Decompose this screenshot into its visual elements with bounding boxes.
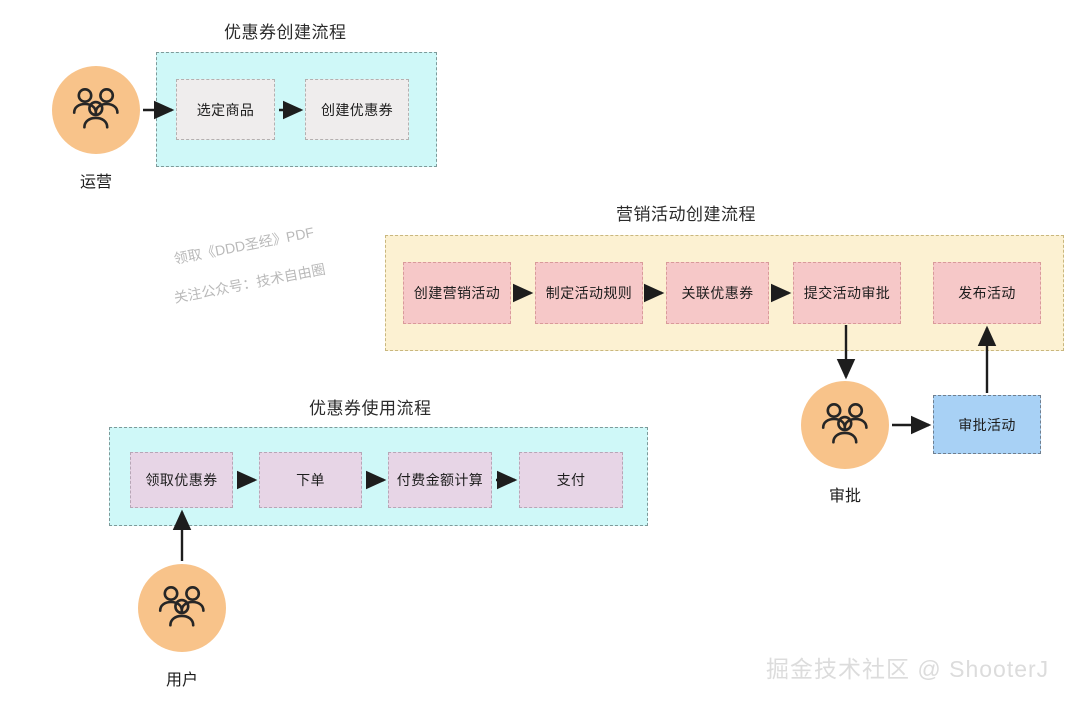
step-define-rules[interactable]: 制定活动规则 — [535, 262, 643, 324]
actor-label-approver: 审批 — [828, 488, 861, 505]
watermark-promo-line-1: 领取《DDD圣经》PDF — [172, 223, 316, 267]
actor-label-operations: 运营 — [79, 174, 112, 191]
step-select-product[interactable]: 选定商品 — [176, 79, 275, 140]
watermark-corner-credit: 掘金技术社区 @ ShooterJ — [766, 656, 1050, 682]
actor-operations[interactable] — [52, 66, 140, 154]
step-create-coupon[interactable]: 创建优惠券 — [305, 79, 409, 140]
step-publish-campaign[interactable]: 发布活动 — [933, 262, 1041, 324]
group-title-coupon-use: 优惠券使用流程 — [309, 399, 432, 418]
people-group-icon — [72, 88, 119, 129]
group-title-coupon-create: 优惠券创建流程 — [224, 23, 347, 42]
step-link-coupon[interactable]: 关联优惠券 — [666, 262, 769, 324]
group-title-campaign-create: 营销活动创建流程 — [616, 205, 756, 224]
actor-label-user: 用户 — [165, 672, 198, 689]
people-group-icon — [158, 586, 205, 627]
step-approve-activity[interactable]: 审批活动 — [933, 395, 1041, 454]
step-claim-coupon[interactable]: 领取优惠券 — [130, 452, 233, 508]
step-calculate-amount[interactable]: 付费金额计算 — [388, 452, 492, 508]
step-place-order[interactable]: 下单 — [259, 452, 362, 508]
actor-user[interactable] — [138, 564, 226, 652]
watermark-promo-line-2: 关注公众号：技术自由圈 — [172, 260, 327, 306]
people-group-icon — [821, 403, 868, 444]
step-submit-approval[interactable]: 提交活动审批 — [793, 262, 901, 324]
step-pay[interactable]: 支付 — [519, 452, 623, 508]
step-create-campaign[interactable]: 创建营销活动 — [403, 262, 511, 324]
actor-approver[interactable] — [801, 381, 889, 469]
